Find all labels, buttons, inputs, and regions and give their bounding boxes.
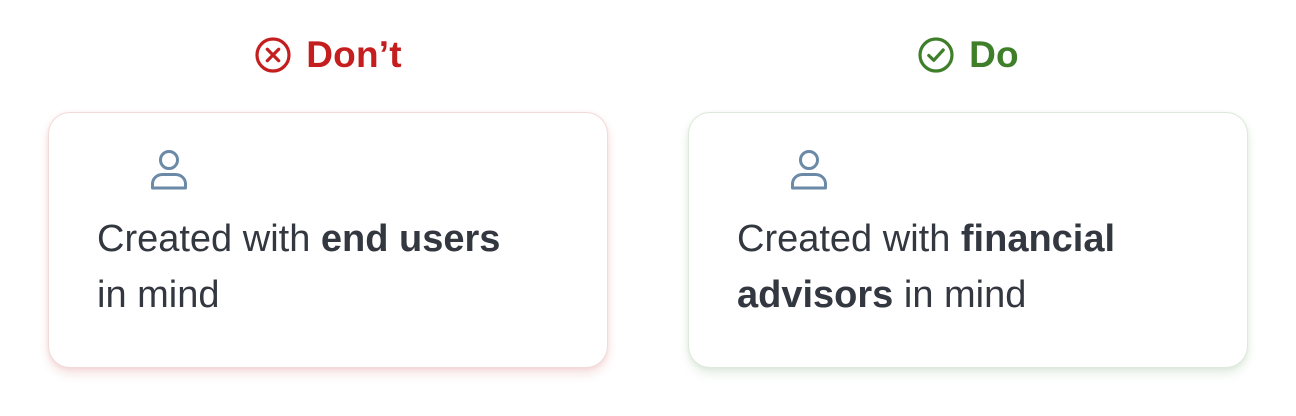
dont-heading-label: Don’t bbox=[306, 34, 402, 75]
x-circle-icon bbox=[254, 36, 292, 74]
do-card: Created with financial advisors in mind bbox=[688, 112, 1248, 368]
dont-text-bold: end users bbox=[320, 218, 501, 260]
do-heading: Do bbox=[688, 0, 1248, 112]
do-text-bold: financial advisors bbox=[737, 218, 1116, 316]
do-card-text: Created with financial advisors in mind bbox=[737, 211, 1199, 323]
do-heading-label: Do bbox=[969, 34, 1019, 75]
user-icon bbox=[147, 147, 191, 191]
dont-column: Don’t Created with end users in mind bbox=[48, 0, 608, 368]
do-text-before: Created with bbox=[737, 218, 961, 260]
check-circle-icon bbox=[917, 36, 955, 74]
do-text-after: in mind bbox=[893, 274, 1027, 316]
do-column: Do Created with financial advisors in mi… bbox=[688, 0, 1248, 368]
dont-text-after: in mind bbox=[97, 274, 220, 316]
dont-text-before: Created with bbox=[97, 218, 321, 260]
dont-card-text: Created with end users in mind bbox=[97, 211, 559, 323]
dont-card: Created with end users in mind bbox=[48, 112, 608, 368]
user-icon bbox=[787, 147, 831, 191]
dont-heading: Don’t bbox=[48, 0, 608, 112]
